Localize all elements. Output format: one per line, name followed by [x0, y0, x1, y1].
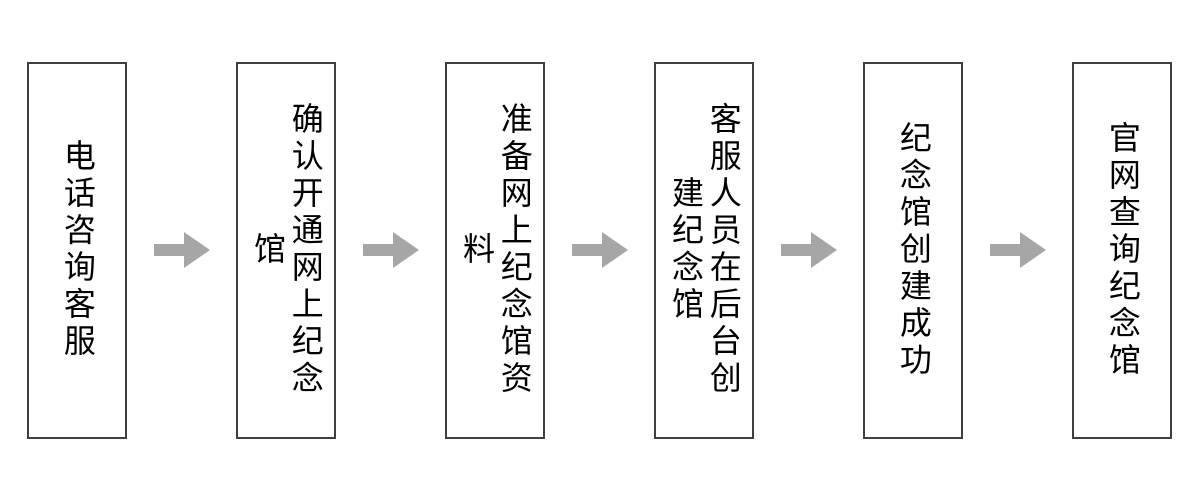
flow-node-4-label: 客服人员在后台创建纪念馆 — [667, 102, 743, 398]
flow-node-1-label: 电话咨询客服 — [58, 139, 97, 361]
arrow-head — [183, 232, 210, 268]
flow-connector-3 — [545, 62, 654, 439]
arrow-shaft — [780, 244, 815, 256]
arrow-shaft — [989, 244, 1024, 256]
flow-node-6[interactable]: 官网查询纪念馆 — [1072, 61, 1172, 439]
flow-connector-2 — [336, 62, 445, 439]
arrow-shaft — [571, 244, 606, 256]
right-arrow-icon — [362, 232, 419, 268]
flow-node-2-label: 确认开通网上纪念馆 — [249, 102, 325, 398]
right-arrow-icon — [780, 232, 837, 268]
flow-node-4[interactable]: 客服人员在后台创建纪念馆 — [654, 61, 754, 439]
flow-node-5-label: 纪念馆创建成功 — [894, 120, 933, 380]
flow-node-3[interactable]: 准备网上纪念馆资料 — [445, 61, 545, 439]
arrow-head — [1019, 232, 1046, 268]
flow-node-2[interactable]: 确认开通网上纪念馆 — [236, 61, 336, 439]
right-arrow-icon — [153, 232, 210, 268]
arrow-shaft — [362, 244, 397, 256]
flow-node-5[interactable]: 纪念馆创建成功 — [863, 61, 963, 439]
arrow-shaft — [153, 244, 188, 256]
flow-connector-5 — [963, 62, 1072, 439]
flow-node-3-label: 准备网上纪念馆资料 — [458, 102, 534, 398]
arrow-head — [392, 232, 419, 268]
flow-connector-4 — [754, 62, 863, 439]
right-arrow-icon — [989, 232, 1046, 268]
flow-node-6-label: 官网查询纪念馆 — [1103, 120, 1142, 380]
right-arrow-icon — [571, 232, 628, 268]
flow-connector-1 — [127, 62, 236, 439]
arrow-head — [601, 232, 628, 268]
flow-node-1[interactable]: 电话咨询客服 — [27, 61, 127, 439]
arrow-head — [810, 232, 837, 268]
